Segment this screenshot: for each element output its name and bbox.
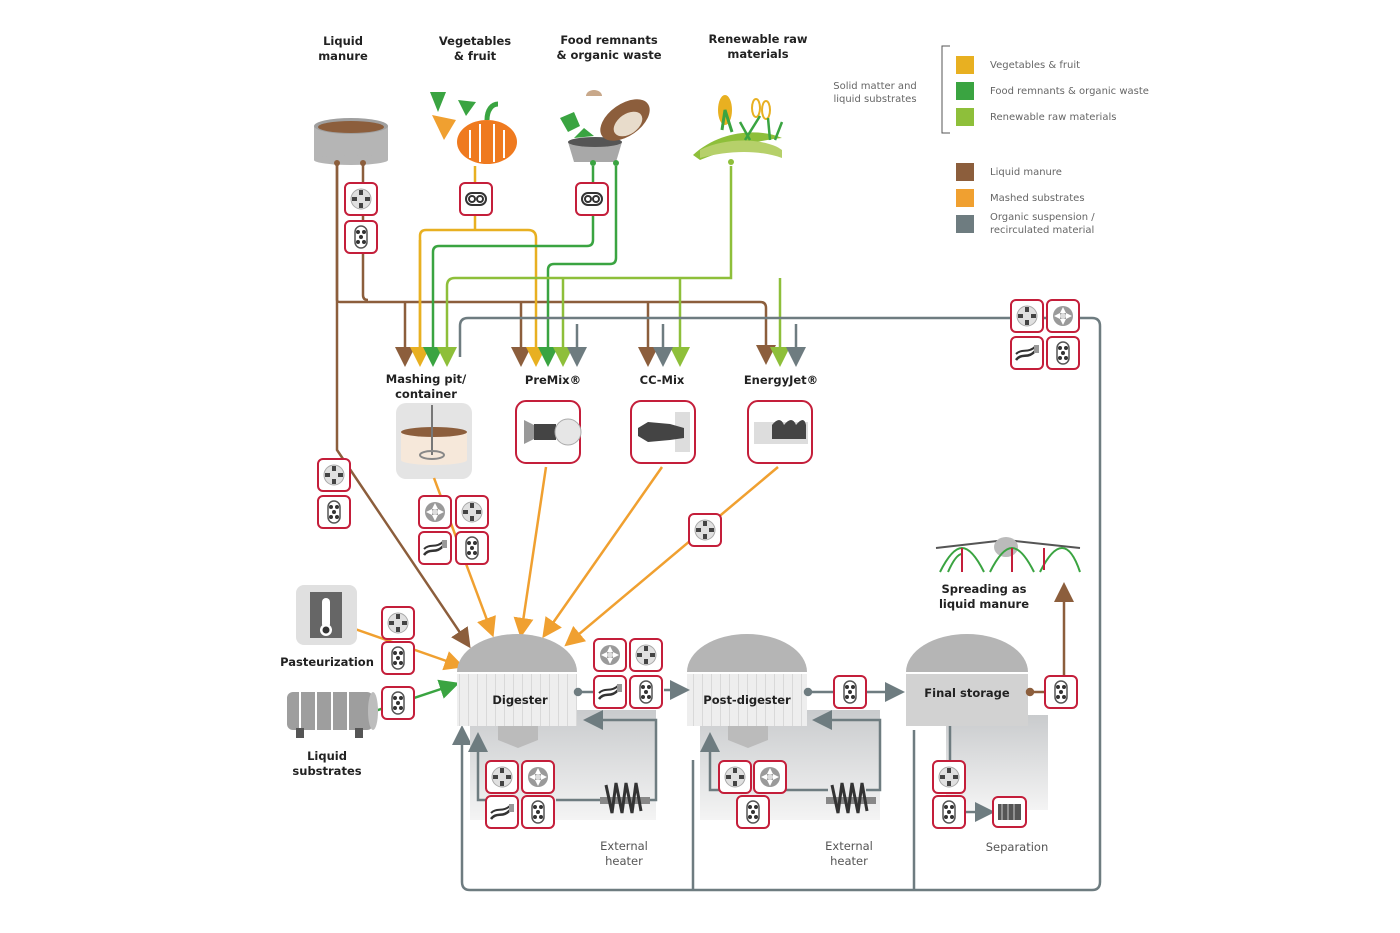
rotary-pump-icon[interactable] [455,495,489,529]
legend-swatch [956,56,974,74]
rotary-pump-icon[interactable] [344,182,378,216]
lobe-pump-icon[interactable] [344,220,378,254]
legend-label: Renewable raw materials [990,112,1116,123]
legend-swatch [956,163,974,181]
separator-icon[interactable] [992,796,1027,828]
external-heater-2-icon [826,782,876,814]
post-digester-label: Post-digester [703,693,791,707]
rotary-pump-icon[interactable] [418,495,452,529]
liquid-substrates-tank-icon[interactable] [287,692,378,738]
rotary-pump-icon[interactable] [485,760,519,794]
lobe-pump-icon[interactable] [629,675,663,709]
mashing-pit-label: Mashing pit/container [386,372,467,401]
rotary-pump-icon[interactable] [753,760,787,794]
rotary-pump-icon[interactable] [317,458,351,492]
mashing-pit-icon[interactable] [396,403,472,479]
digester-tank[interactable] [457,634,577,748]
rotary-pump-icon[interactable] [688,513,722,547]
rotary-pump-icon[interactable] [718,760,752,794]
manure-direct-line [335,165,471,649]
lobe-pump-icon[interactable] [1044,675,1078,709]
renewable-feed-line [437,166,733,367]
lobe-pump-icon[interactable] [521,795,555,829]
source-label-vegetables: Vegetables& fruit [439,34,511,63]
separation-label: Separation [986,840,1049,854]
pasteurization-icon[interactable] [296,585,357,645]
ccmix-label: CC-Mix [640,373,685,387]
legend-swatch [956,189,974,207]
external-heater-1-icon [600,782,650,814]
lobe-pump-icon[interactable] [833,675,867,709]
digester-label: Digester [492,693,548,707]
lobe-pump-icon[interactable] [736,795,770,829]
legend-swatch [956,82,974,100]
source-label-food: Food remnants& organic waste [556,33,661,62]
rotary-pump-icon[interactable] [593,638,627,672]
spreading-line [1025,592,1064,697]
rotary-pump-icon[interactable] [1010,299,1044,333]
screw-pump-icon[interactable] [1010,336,1044,370]
legend-swatch [956,215,974,233]
food-feed-line [423,166,595,367]
vegetables-icon [430,92,517,164]
energyjet-unit[interactable] [747,400,813,464]
pasteurization-label: Pasteurization [280,655,374,669]
legend-label: Organic suspension /recirculated materia… [990,212,1095,236]
screw-pump-icon[interactable] [485,795,519,829]
manure-feed-line [335,165,776,365]
premix-unit[interactable] [515,400,582,464]
lobe-pump-icon[interactable] [455,531,489,565]
spreader-icon [935,537,1081,573]
lobe-pump-icon[interactable] [317,495,351,529]
lobe-pump-icon[interactable] [381,686,415,720]
screw-pump-icon[interactable] [418,531,452,565]
legend-label: Vegetables & fruit [990,60,1080,71]
lobe-pump-icon[interactable] [932,795,966,829]
macerator-icon[interactable] [575,182,609,216]
legend-label: Liquid manure [990,167,1062,178]
ccmix-unit[interactable] [630,400,696,464]
energyjet-label: EnergyJet® [744,373,818,387]
manure-tank-icon [314,118,388,166]
rotary-pump-icon[interactable] [521,760,555,794]
lobe-pump-icon[interactable] [1046,336,1080,370]
food-waste-icon [560,90,650,166]
screw-pump-icon[interactable] [593,675,627,709]
renewable-materials-icon [693,95,784,165]
feed-lines [335,165,1102,892]
rotary-pump-icon[interactable] [629,638,663,672]
premix-label: PreMix® [525,373,581,387]
legend-label: Mashed substrates [990,193,1085,204]
final-storage-label: Final storage [924,686,1010,700]
rotary-pump-icon[interactable] [1046,299,1080,333]
rotary-pump-icon[interactable] [932,760,966,794]
legend-swatch [956,108,974,126]
legend-label: Food remnants & organic waste [990,86,1149,97]
final-storage-tank[interactable] [906,634,1028,726]
rotary-pump-icon[interactable] [381,606,415,640]
macerator-icon[interactable] [459,182,493,216]
recirculation-line [452,316,1102,892]
post-digester-tank[interactable] [687,634,807,748]
lobe-pump-icon[interactable] [381,641,415,675]
